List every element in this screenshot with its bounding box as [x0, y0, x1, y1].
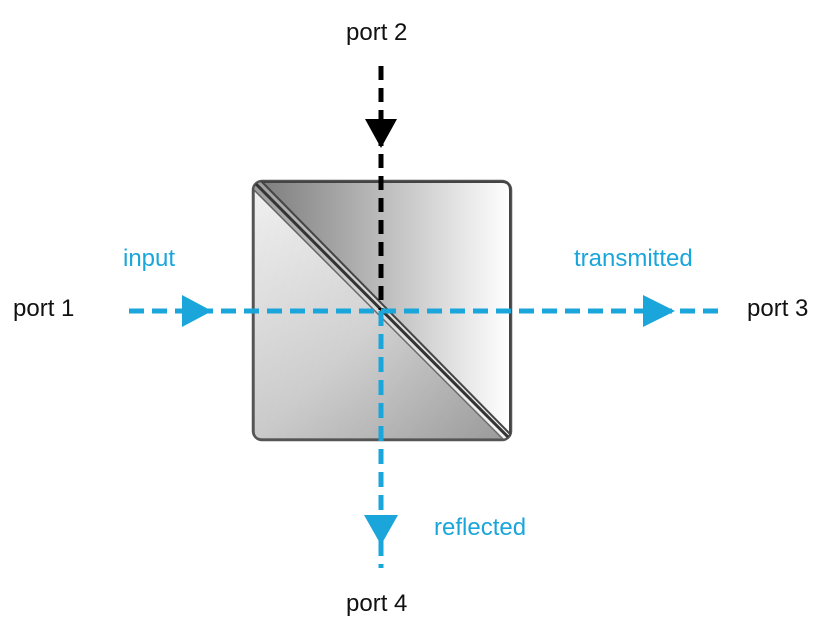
port-2-label: port 2 — [346, 19, 408, 46]
port-4-label: port 4 — [346, 590, 408, 617]
transmitted-beam — [381, 295, 722, 327]
reflected-beam — [364, 311, 398, 568]
transmitted-label: transmitted — [574, 245, 693, 272]
transmitted-arrow-icon — [643, 295, 675, 327]
reflected-label: reflected — [434, 514, 527, 541]
input-beam — [129, 295, 381, 327]
port-1-label: port 1 — [13, 295, 75, 322]
reflected-arrow-icon — [364, 515, 398, 545]
cube-upper-prism — [259, 181, 511, 437]
port-2-arrow-icon — [365, 119, 397, 148]
input-arrow-icon — [182, 295, 212, 327]
port-2-beam — [365, 66, 397, 310]
port-3-label: port 3 — [747, 295, 809, 322]
input-label: input — [123, 245, 176, 272]
